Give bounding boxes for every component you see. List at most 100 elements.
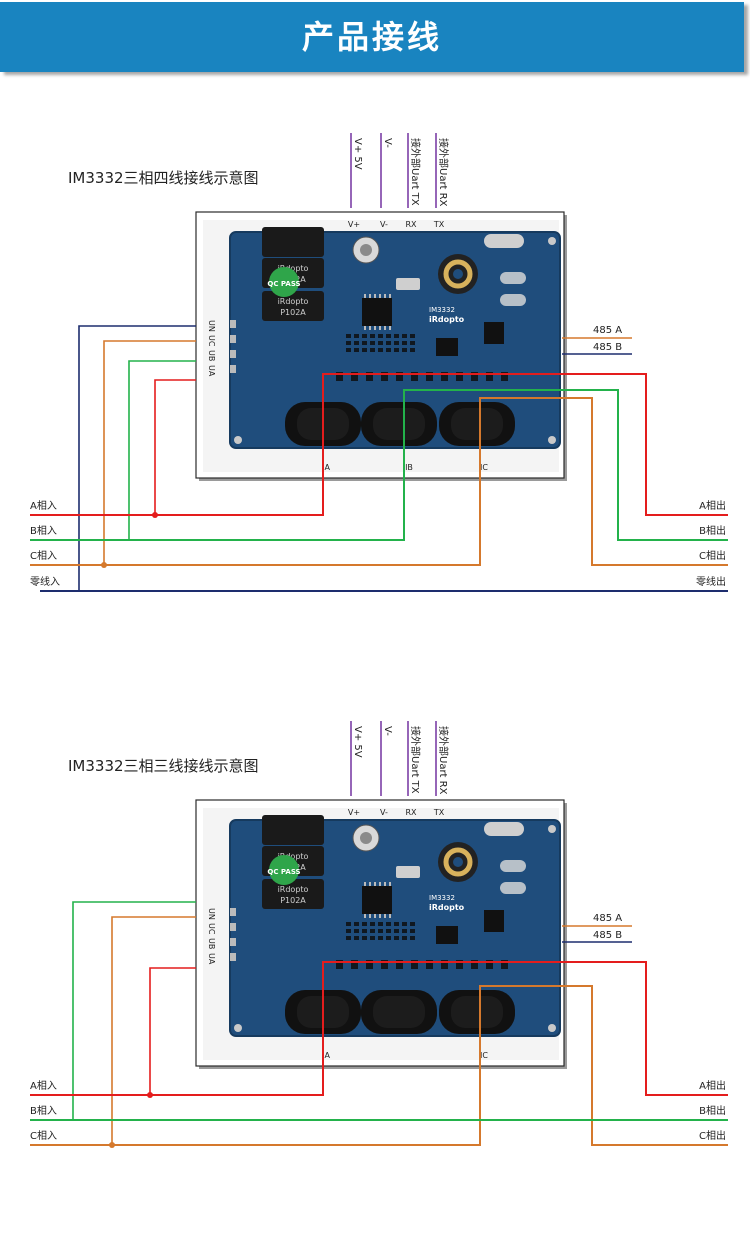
isolator-chip: [484, 910, 504, 932]
smd-part: [370, 341, 375, 345]
rs485-a-label: 485 A: [593, 913, 622, 924]
pin-label: V+: [348, 220, 360, 229]
smd-part: [346, 929, 351, 933]
smd-part: [378, 929, 383, 933]
qc-pass-sticker: [269, 267, 299, 297]
ua-tap-wire: [154, 379, 196, 515]
capacitor-top: [360, 832, 372, 844]
toroid-hole: [453, 269, 463, 279]
smd-part: [381, 960, 388, 969]
wire-label: V-: [382, 726, 393, 736]
smd-part: [394, 922, 399, 926]
chip-pin: [384, 914, 386, 918]
smd-part: [410, 922, 415, 926]
sensor: [500, 882, 526, 894]
chip-pin: [384, 882, 386, 886]
ub-tap-wire: [72, 901, 196, 1120]
smd-part: [386, 936, 391, 940]
input-label: B相入: [30, 524, 57, 537]
smd-part: [354, 341, 359, 345]
chip-pin: [374, 326, 376, 330]
input-label: A相入: [30, 499, 57, 512]
voltage-pin-label: UB: [207, 350, 216, 361]
ub-tap-wire: [128, 360, 196, 540]
smd-part: [354, 936, 359, 940]
phase-b-out-wire: [403, 389, 728, 541]
output-label: B相出: [699, 524, 726, 537]
wire-label: 接外部Uart RX: [437, 726, 450, 795]
phase-a-in-wire: [30, 404, 324, 516]
board-model-text: IM3332: [429, 894, 455, 902]
output-label: A相出: [699, 499, 726, 512]
smd-part: [394, 936, 399, 940]
smd-part: [354, 922, 359, 926]
driver-chip: [436, 338, 458, 356]
chip-pin: [379, 326, 381, 330]
board-brand-text: iRdopto: [429, 315, 465, 324]
crystal: [396, 866, 420, 878]
ct-core: [373, 996, 425, 1028]
un-tap-wire: [78, 325, 196, 591]
smd-part: [351, 960, 358, 969]
smd-part: [362, 929, 367, 933]
voltage-terminal: [230, 335, 236, 343]
junction-dot: [152, 512, 158, 518]
wire-label: 接外部Uart TX: [409, 726, 422, 794]
smd-part: [456, 372, 463, 381]
ct-label: IA: [322, 463, 330, 472]
smd-part: [370, 936, 375, 940]
voltage-pin-label: UA: [207, 953, 216, 965]
output-label: 零线出: [696, 575, 726, 588]
smd-part: [402, 929, 407, 933]
smd-part: [378, 334, 383, 338]
smd-part: [426, 960, 433, 969]
smd-part: [402, 348, 407, 352]
smd-part: [381, 372, 388, 381]
mounting-hole: [234, 1024, 242, 1032]
smd-part: [410, 341, 415, 345]
toroid-winding: [443, 259, 473, 289]
mcu-chip: [362, 886, 392, 914]
smd-part: [501, 372, 508, 381]
junction-dot: [147, 1092, 153, 1098]
ct-label: IA: [322, 1051, 330, 1060]
pin-label: V-: [380, 220, 388, 229]
voltage-pin-label: UC: [207, 923, 216, 935]
smd-part: [386, 922, 391, 926]
chip-pin: [369, 914, 371, 918]
ua-tap-wire: [149, 967, 196, 1095]
rs485-b-label: 485 B: [593, 342, 622, 353]
mcu-chip: [362, 298, 392, 326]
smd-part: [471, 372, 478, 381]
pin-label: V+: [348, 808, 360, 817]
crystal-large: [484, 234, 524, 248]
chip-pin: [364, 294, 366, 298]
mounting-hole: [548, 436, 556, 444]
phase-a-in-wire: [30, 992, 324, 1096]
voltage-terminal: [230, 938, 236, 946]
diagram-title: IM3332三相三线接线示意图: [68, 757, 259, 775]
ct-core: [451, 996, 503, 1028]
phase-c-out-wire: [479, 397, 728, 566]
junction-dot: [101, 562, 107, 568]
chip-pin: [389, 882, 391, 886]
uc-tap-wire: [103, 340, 196, 565]
ct-label: IC: [480, 463, 488, 472]
ct-label: IC: [480, 1051, 488, 1060]
smd-part: [378, 936, 383, 940]
capacitor-top: [360, 244, 372, 256]
voltage-terminal: [230, 365, 236, 373]
smd-part: [456, 960, 463, 969]
smd-part: [378, 348, 383, 352]
smd-part: [362, 341, 367, 345]
mounting-hole: [548, 825, 556, 833]
smd-part: [501, 960, 508, 969]
diagram1: iRdoptoP102AiRdoptoP102AQC PASSIM3332iRd…: [30, 133, 728, 592]
sensor: [500, 860, 526, 872]
smd-part: [394, 929, 399, 933]
smd-part: [410, 936, 415, 940]
relay-brand-text: iRdopto: [278, 297, 309, 306]
smd-part: [386, 341, 391, 345]
smd-part: [378, 341, 383, 345]
chip-pin: [389, 294, 391, 298]
